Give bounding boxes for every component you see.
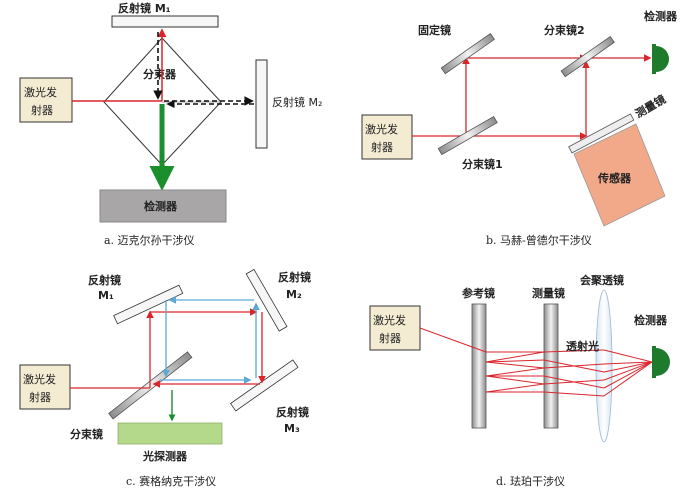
caption-d: d. 珐珀干涉仪	[496, 474, 565, 488]
caption-c: c. 赛格纳克干涉仪	[126, 474, 216, 488]
mirror-m2-label: 反射镜 M₂	[272, 95, 322, 109]
mirror-c-m1	[113, 284, 184, 325]
measure-mirror-d-label: 测量镜	[532, 286, 565, 300]
splitter-c-label: 分束镜	[70, 427, 103, 441]
reference-mirror	[471, 303, 487, 429]
splitter2-label: 分束镜2	[544, 23, 585, 37]
measure-mirror-d	[543, 303, 559, 429]
mirror-c-m3	[230, 359, 299, 412]
detector-b-dome	[656, 46, 669, 72]
splitter-2	[560, 35, 615, 78]
laser-c-line2: 射器	[29, 390, 51, 404]
mirror-m2	[255, 59, 268, 149]
sensor-block	[573, 123, 666, 227]
reference-mirror-label: 参考镜	[462, 286, 495, 300]
measure-mirror-label: 测量镜	[633, 92, 669, 121]
detector-d-dome	[656, 348, 670, 376]
detector-d-label: 检测器	[634, 313, 668, 327]
detector-d-base	[652, 346, 656, 378]
panel-b-mach-zehnder: 激光发 射器 传感器 固定镜 分束镜2 检测器 测量镜 分束镜1 b. 马赫-曾…	[361, 9, 678, 247]
transmitted-light-label: 透射光	[566, 339, 599, 353]
laser-d-line1: 激光发	[373, 313, 406, 327]
mirror-m1-label: 反射镜 M₁	[118, 1, 171, 15]
laser-source-a	[19, 77, 73, 123]
mirror-m1	[111, 15, 219, 28]
m3-line2: M₃	[284, 422, 300, 435]
fixed-mirror-label: 固定镜	[418, 23, 451, 37]
converging-lens-label: 会聚透镜	[580, 273, 624, 287]
panel-d-fabry-perot: 激光发 射器 参考镜	[369, 273, 670, 488]
photodetector-label: 光探测器	[142, 449, 188, 463]
mirror-c-m2	[245, 268, 288, 332]
caption-b: b. 马赫-曾德尔干涉仪	[486, 233, 592, 247]
detector-b-base	[652, 44, 656, 74]
m1-line1: 反射镜	[88, 273, 121, 287]
photodetector	[117, 422, 223, 445]
m1-line2: M₁	[98, 289, 114, 302]
m3-line1: 反射镜	[276, 405, 309, 419]
laser-a-line1: 激光发	[24, 85, 57, 99]
laser-b-line2: 射器	[371, 140, 393, 154]
detector-a	[99, 189, 227, 223]
laser-a-line2: 射器	[31, 103, 53, 117]
measure-mirror	[568, 113, 635, 154]
splitter-1	[437, 115, 498, 156]
laser-source-d	[369, 305, 421, 351]
detector-a-label: 检测器	[144, 199, 178, 213]
multi-reflection-beams	[419, 327, 653, 397]
m2-line1: 反射镜	[278, 270, 311, 284]
converging-lens	[595, 289, 613, 443]
m2-line2: M₂	[286, 288, 302, 301]
detector-b-label: 检测器	[644, 9, 678, 23]
panel-a-michelson: 反射镜 M₁ 反射镜 M₂ 分束器 激光发 射器 检测器 a. 迈克尔孙干涉仪	[19, 1, 322, 247]
laser-c-line1: 激光发	[23, 372, 56, 386]
splitter1-label: 分束镜1	[462, 157, 503, 171]
sensor-label: 传感器	[597, 171, 632, 185]
caption-a: a. 迈克尔孙干涉仪	[104, 233, 195, 247]
laser-d-line2: 射器	[379, 331, 401, 345]
panel-c-sagnac: 激光发 射器 光探测器 反射镜 M₁ 反射镜 M₂ 反射镜 M₃ 分束镜 c. …	[19, 268, 311, 488]
laser-source-b	[361, 114, 413, 160]
fixed-mirror	[440, 33, 495, 75]
laser-b-line1: 激光发	[365, 122, 398, 136]
laser-source-c	[19, 364, 71, 410]
splitter-label: 分束器	[143, 67, 177, 81]
